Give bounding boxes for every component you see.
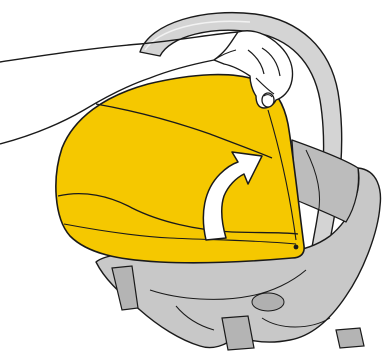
- canopy-snap-dot: [294, 245, 299, 250]
